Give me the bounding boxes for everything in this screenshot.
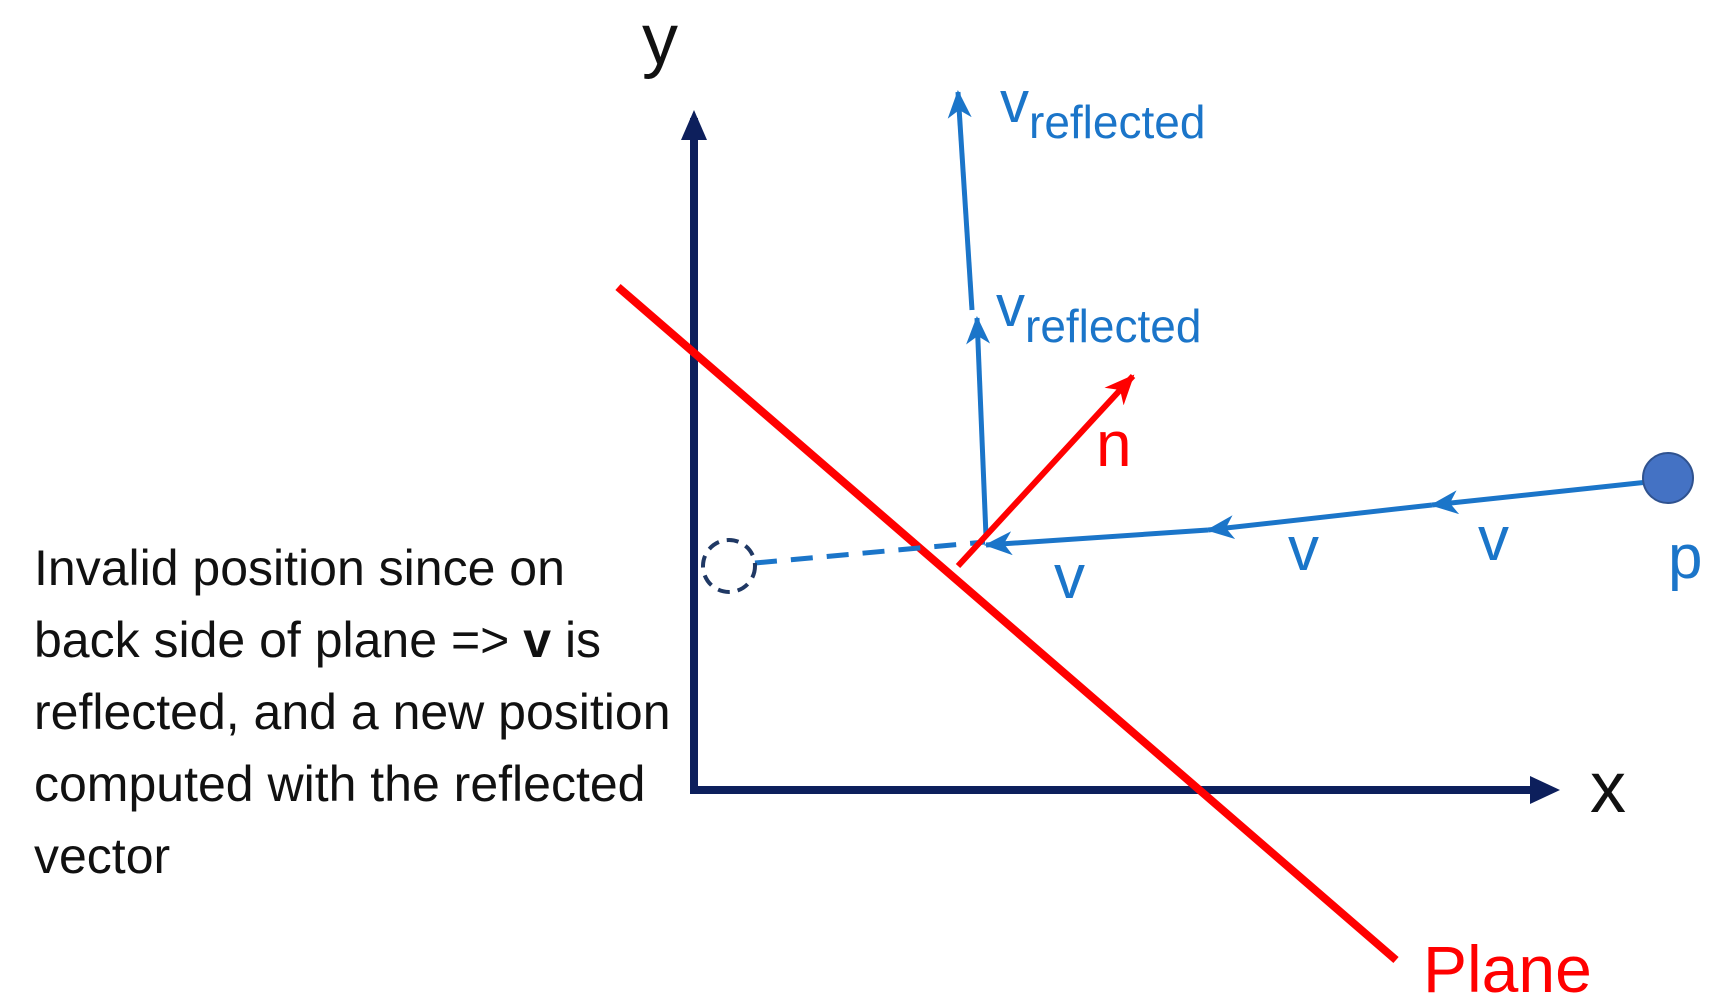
vector-v-label-2: v bbox=[1288, 515, 1319, 584]
x-axis-label: x bbox=[1590, 748, 1626, 828]
point-p bbox=[1642, 452, 1694, 504]
vector-v-3 bbox=[984, 527, 1209, 556]
invalid-position-marker bbox=[701, 538, 757, 594]
invalid-path-dashed bbox=[754, 539, 986, 566]
reflected-label-top-main: v bbox=[1000, 70, 1029, 135]
reflected-label-mid: vreflected bbox=[996, 274, 1201, 352]
vector-v-label-3: v bbox=[1054, 543, 1085, 612]
vector-v-2 bbox=[1206, 502, 1433, 540]
vector-v-label-1: v bbox=[1478, 505, 1509, 574]
y-axis-label: y bbox=[642, 0, 678, 80]
x-axis-arrowhead bbox=[1530, 776, 1560, 804]
caption-text-part1: Invalid position since on back side of p… bbox=[34, 540, 565, 668]
caption-bold-vector: v bbox=[523, 612, 552, 668]
point-p-label: p bbox=[1668, 523, 1702, 592]
plane-line bbox=[615, 283, 1399, 964]
plane-label: Plane bbox=[1423, 932, 1592, 999]
normal-vector bbox=[955, 373, 1136, 569]
reflected-label-mid-sub: reflected bbox=[1025, 300, 1201, 352]
reflected-label-mid-main: v bbox=[996, 274, 1025, 339]
y-axis-arrowhead bbox=[681, 110, 707, 140]
vector-v-1 bbox=[1430, 479, 1649, 515]
caption-text-part2: is reflected, and a new position compute… bbox=[34, 612, 671, 884]
explanation-caption: Invalid position since on back side of p… bbox=[34, 532, 674, 892]
vector-reflected-2 bbox=[947, 90, 975, 311]
reflected-label-top-sub: reflected bbox=[1029, 96, 1205, 148]
vector-reflected-1 bbox=[966, 316, 991, 537]
normal-label: n bbox=[1096, 408, 1132, 480]
reflected-label-top: vreflected bbox=[1000, 70, 1205, 148]
